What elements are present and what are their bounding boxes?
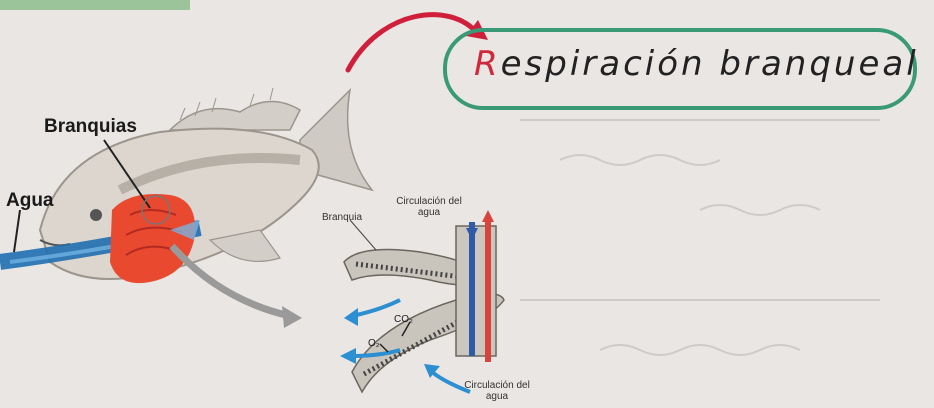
- green-tab-decoration: [0, 0, 190, 10]
- label-o2: O₂: [368, 338, 380, 349]
- label-agua: Agua: [6, 190, 54, 212]
- handwritten-title: Respiración branqueal: [474, 44, 919, 84]
- label-circulacion-bottom: Circulación del agua: [462, 380, 532, 402]
- label-branquias: Branquias: [44, 116, 137, 138]
- label-circulacion-top: Circulación del agua: [394, 196, 464, 218]
- title-first-letter: R: [474, 44, 501, 84]
- label-branquia: Branquia: [322, 212, 362, 223]
- title-rest: espiración branqueal: [501, 44, 919, 84]
- label-co2: CO₂: [394, 314, 413, 325]
